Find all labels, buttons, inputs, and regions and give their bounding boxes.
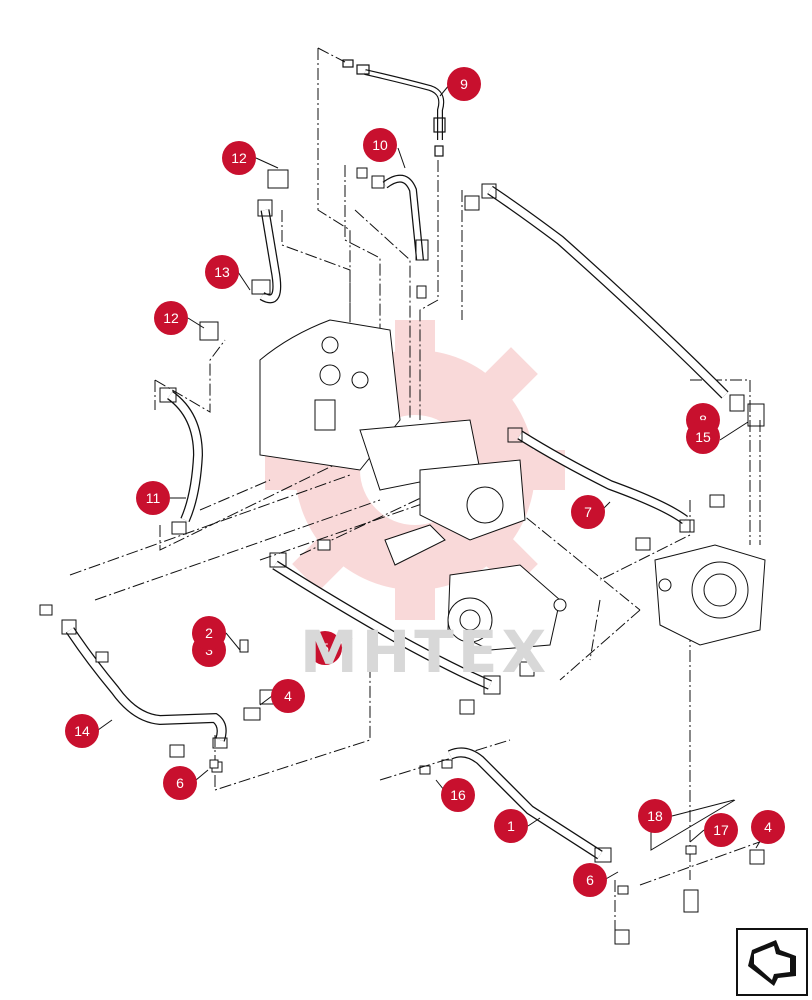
svg-text:4: 4: [284, 688, 292, 704]
hose-14: [61, 619, 228, 749]
callout-6a: 6: [163, 766, 197, 800]
callout-17: 17: [704, 813, 738, 847]
svg-text:8: 8: [699, 412, 707, 428]
hydraulic-pump: [447, 564, 567, 651]
svg-text:6: 6: [176, 775, 184, 791]
return-button[interactable]: [736, 928, 808, 996]
hose-9: [342, 59, 446, 157]
drive-motor: [654, 544, 766, 646]
callout-11: 11: [136, 481, 170, 515]
valve-block: [259, 319, 526, 566]
callout-9: 9: [447, 67, 481, 101]
callout-16: 16: [441, 778, 475, 812]
hose-10: [356, 167, 429, 299]
callout-18: 18: [638, 799, 672, 833]
svg-text:16: 16: [450, 787, 466, 803]
hose-7: [507, 427, 695, 533]
hose-5: [269, 552, 501, 695]
callout-13: 13: [205, 255, 239, 289]
svg-text:9: 9: [460, 76, 468, 92]
callout-12a: 12: [222, 141, 256, 175]
svg-text:7: 7: [584, 504, 592, 520]
return-arrow-icon: [748, 940, 796, 986]
svg-text:4: 4: [764, 819, 772, 835]
svg-text:5: 5: [321, 640, 329, 656]
svg-text:14: 14: [74, 723, 90, 739]
svg-text:17: 17: [713, 822, 729, 838]
hose-13: [199, 169, 289, 341]
callout-6b: 6: [573, 863, 607, 897]
svg-text:12: 12: [231, 150, 247, 166]
svg-text:2: 2: [205, 625, 213, 641]
svg-text:1: 1: [507, 818, 515, 834]
callouts: 9 10 12 13 12 8 15 11 7 3 2 5 4 14 6 16 …: [65, 67, 785, 897]
watermark-text: MHTEX: [300, 618, 551, 686]
hose-11: [159, 387, 204, 535]
svg-text:12: 12: [163, 310, 179, 326]
callout-2: 2: [192, 616, 226, 650]
callout-12b: 12: [154, 301, 188, 335]
hose-8: [464, 183, 765, 427]
callout-4b: 4: [751, 810, 785, 844]
callout-1: 1: [494, 809, 528, 843]
svg-text:11: 11: [146, 490, 161, 506]
callout-15: 15: [686, 420, 720, 454]
callout-7: 7: [571, 495, 605, 529]
svg-text:10: 10: [372, 137, 388, 153]
svg-text:13: 13: [214, 264, 230, 280]
svg-text:18: 18: [647, 808, 663, 824]
svg-text:15: 15: [695, 429, 711, 445]
callout-5: 5: [308, 631, 342, 665]
callout-10: 10: [363, 128, 397, 162]
svg-text:6: 6: [586, 872, 594, 888]
callout-4a: 4: [271, 679, 305, 713]
hose-1: [419, 747, 612, 863]
svg-text:3: 3: [205, 642, 213, 658]
callout-14: 14: [65, 714, 99, 748]
